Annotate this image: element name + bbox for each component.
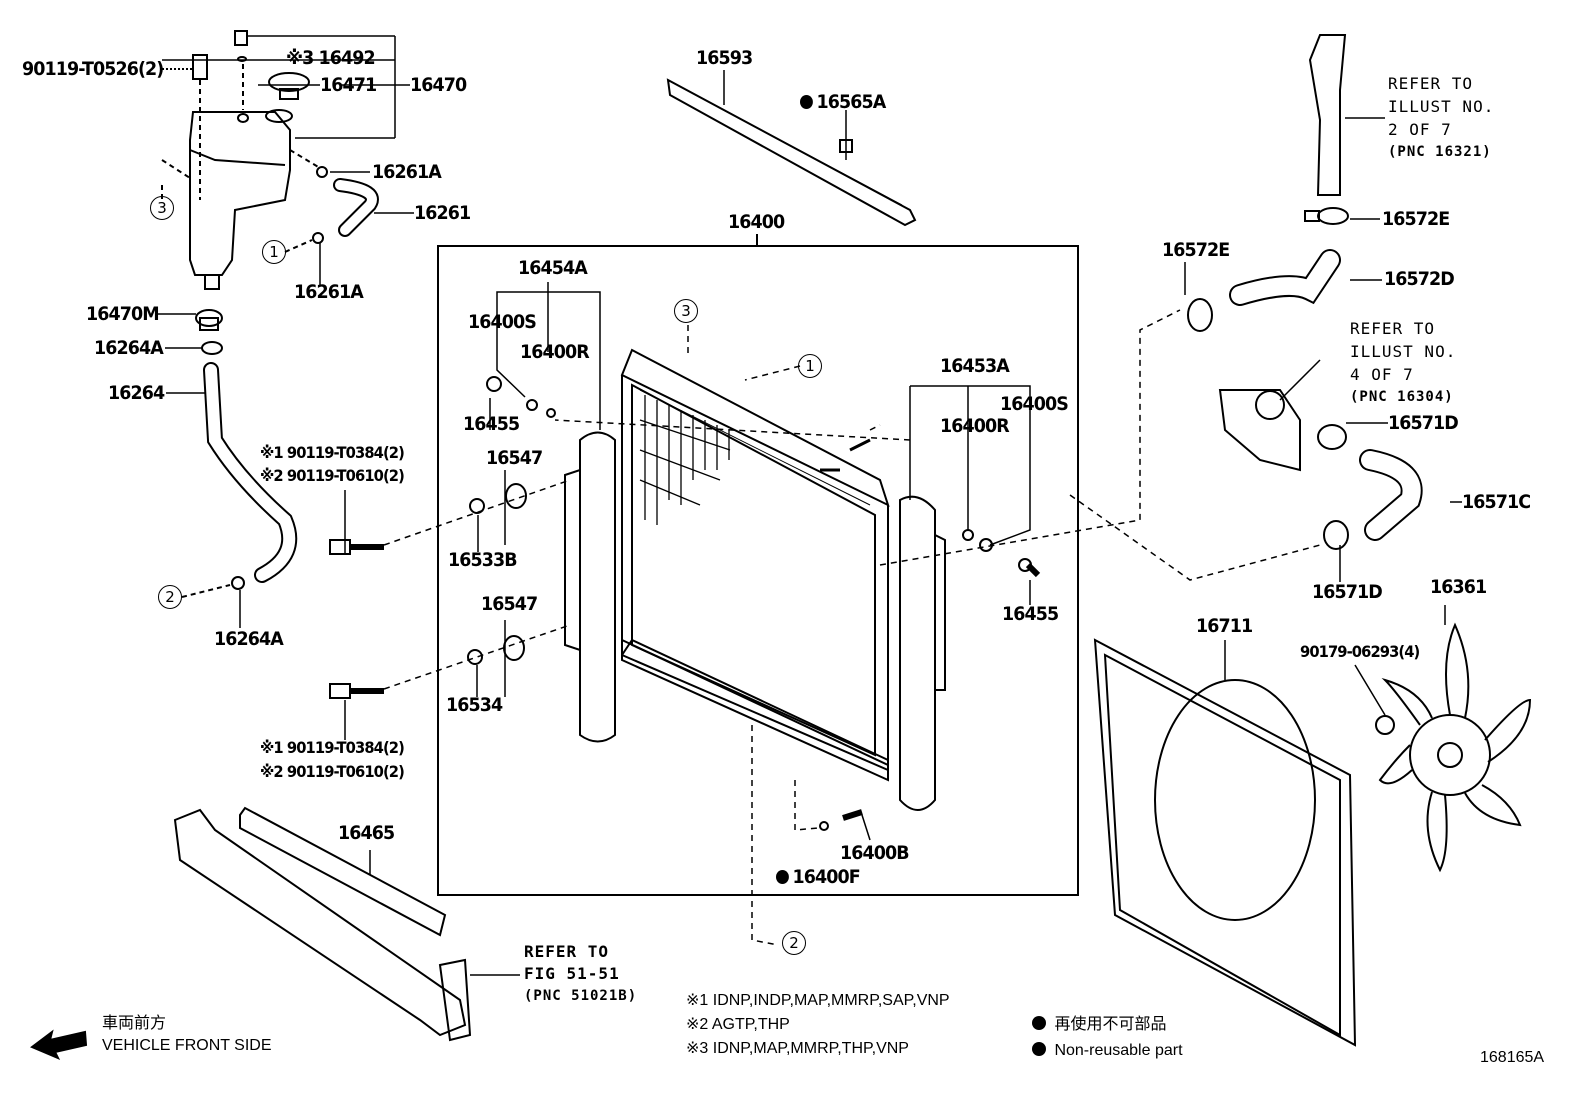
seal-bar <box>239 806 447 937</box>
part-label: 16547 <box>481 593 538 615</box>
part-label: ※2 90119-T0610(2) <box>260 466 405 485</box>
top-bar <box>666 78 917 227</box>
refer-line: (PNC 51021B) <box>524 988 638 1004</box>
refer-line: (PNC 16304) <box>1350 389 1454 405</box>
arrow-left-icon <box>30 1029 88 1060</box>
note-2: ※2 AGTP,THP <box>686 1016 790 1033</box>
part-label: 16400S <box>1000 393 1069 415</box>
part-label: 16547 <box>486 447 543 469</box>
part-label: 16454A <box>518 257 588 279</box>
part-label: 16400F <box>776 866 861 888</box>
refer-line: REFER TO <box>1388 74 1474 93</box>
part-label: 16261A <box>372 161 442 183</box>
refer-illust-2: REFER TO ILLUST NO. 2 OF 7 (PNC 16321) <box>1388 72 1494 164</box>
part-label: 16455 <box>463 413 520 435</box>
direction-jp: 車両前方 <box>102 1015 167 1032</box>
circle-ref: 2 <box>158 585 182 609</box>
non-reusable-dot-icon <box>1032 1016 1046 1030</box>
reservoir-tank <box>189 30 310 290</box>
part-label: 16471 <box>320 74 377 96</box>
part-label: 16534 <box>446 694 503 716</box>
part-number: 16565A <box>816 91 887 113</box>
part-label: ※1 90119-T0384(2) <box>260 738 405 757</box>
note-3: ※3 IDNP,MAP,MMRP,THP,VNP <box>686 1040 909 1057</box>
part-label: ※1 90119-T0384(2) <box>260 443 405 462</box>
part-label: 16470 <box>410 74 467 96</box>
circle-ref: 2 <box>782 931 806 955</box>
part-label: 16264 <box>108 382 165 404</box>
part-label: 16261 <box>414 202 471 224</box>
circle-ref: 3 <box>150 196 174 220</box>
part-label: 16264A <box>94 337 164 359</box>
part-label: 16571C <box>1462 491 1531 513</box>
part-label: ※3 16492 <box>286 47 376 69</box>
refer-line: FIG 51-51 <box>524 964 620 983</box>
illustration-id: 168165A <box>1480 1049 1545 1066</box>
direction-en: VEHICLE FRONT SIDE <box>102 1037 272 1054</box>
part-number: 16400F <box>792 866 861 888</box>
part-label: 16400R <box>940 415 1010 437</box>
legend-jp: 再使用不可部品 <box>1032 1015 1166 1035</box>
part-label: 90119-T0526(2) <box>22 58 164 80</box>
legend-en: Non-reusable part <box>1032 1041 1183 1061</box>
fan-shroud <box>1093 638 1357 1047</box>
part-label: 16571D <box>1388 412 1459 434</box>
part-label: 16264A <box>214 628 284 650</box>
refer-line: ILLUST NO. <box>1350 342 1457 361</box>
refer-line: (PNC 16321) <box>1388 144 1492 160</box>
refer-fig-51: REFER TO FIG 51-51 (PNC 51021B) <box>524 941 637 1007</box>
part-label: 16261A <box>294 281 364 303</box>
part-label: 16470M <box>86 303 160 325</box>
part-label: 16400B <box>840 842 910 864</box>
water-pump <box>1218 389 1301 472</box>
bolts <box>329 376 556 740</box>
right-support <box>899 495 936 811</box>
part-label: 16565A <box>800 91 887 113</box>
non-reusable-dot-icon <box>776 870 789 884</box>
part-label: 16361 <box>1430 576 1487 598</box>
non-reusable-dot-icon <box>800 95 813 109</box>
left-support <box>579 431 616 743</box>
part-label: 16572E <box>1382 208 1450 230</box>
non-reusable-dot-icon <box>1032 1042 1046 1056</box>
part-label: 16455 <box>1002 603 1059 625</box>
part-label: 90179-06293(4) <box>1300 642 1420 661</box>
radiator <box>620 348 890 782</box>
part-label: 16572D <box>1384 268 1455 290</box>
part-label: ※2 90119-T0610(2) <box>260 762 405 781</box>
legend-text: Non-reusable part <box>1054 1042 1183 1059</box>
note-1: ※1 IDNP,INDP,MAP,MMRP,SAP,VNP <box>686 992 950 1009</box>
part-label: 16593 <box>696 47 753 69</box>
water-outlet <box>1308 34 1347 196</box>
part-label: 16533B <box>448 549 518 571</box>
part-label: 16400R <box>520 341 590 363</box>
part-label: 16711 <box>1196 615 1253 637</box>
lower-support <box>173 808 467 1037</box>
part-label: 16400S <box>468 311 537 333</box>
refer-line: REFER TO <box>524 942 610 961</box>
part-label: 16453A <box>940 355 1010 377</box>
part-label: 16572E <box>1162 239 1230 261</box>
refer-line: REFER TO <box>1350 319 1436 338</box>
circle-ref: 1 <box>798 354 822 378</box>
legend-text: 再使用不可部品 <box>1054 1016 1167 1033</box>
part-label: 16400 <box>728 211 785 233</box>
radiator-fins <box>639 395 731 525</box>
circle-ref: 1 <box>262 240 286 264</box>
refer-line: 2 OF 7 <box>1388 120 1452 139</box>
part-label: 16571D <box>1312 581 1383 603</box>
refer-line: ILLUST NO. <box>1388 97 1495 116</box>
part-label: 16465 <box>338 822 395 844</box>
refer-line: 4 OF 7 <box>1350 365 1414 384</box>
circle-ref: 3 <box>674 299 698 323</box>
refer-illust-4: REFER TO ILLUST NO. 4 OF 7 (PNC 16304) <box>1350 317 1456 409</box>
cooling-fan <box>1378 605 1532 873</box>
